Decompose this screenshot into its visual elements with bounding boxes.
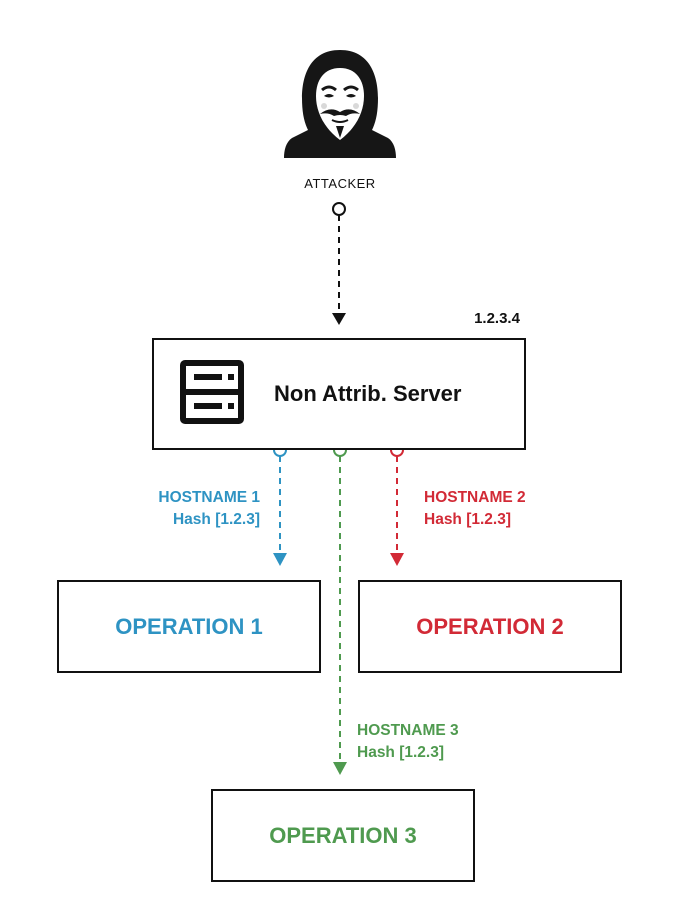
hostname-1-label: HOSTNAME 1 xyxy=(158,489,260,506)
operation-1-box: OPERATION 1 xyxy=(57,580,321,673)
server-ip-label: 1.2.3.4 xyxy=(474,310,520,327)
hostname-3-label: HOSTNAME 3 xyxy=(357,722,459,739)
hostname-3-annotation: HOSTNAME 3 Hash [1.2.3] xyxy=(357,720,517,764)
operation-3-label: OPERATION 3 xyxy=(269,822,417,848)
hostname-1-hash: Hash [1.2.3] xyxy=(172,511,260,528)
operation-2-label: OPERATION 2 xyxy=(416,613,564,639)
hooded-hacker-mask-icon xyxy=(284,50,396,158)
server-to-operation-1-arrow xyxy=(273,443,287,566)
server-to-operation-2-arrow xyxy=(390,443,404,566)
server-to-operation-3-arrow xyxy=(333,443,347,775)
server-rack-icon xyxy=(180,360,244,424)
operation-3-box: OPERATION 3 xyxy=(211,789,475,882)
hostname-2-label: HOSTNAME 2 xyxy=(424,489,526,506)
hostname-2-hash: Hash [1.2.3] xyxy=(424,511,512,528)
attacker-label: ATTACKER xyxy=(304,176,376,191)
server-box: Non Attrib. Server xyxy=(152,338,526,450)
attacker-to-server-arrow xyxy=(332,202,346,325)
operation-1-label: OPERATION 1 xyxy=(115,613,263,639)
hostname-1-annotation: HOSTNAME 1 Hash [1.2.3] xyxy=(118,487,260,531)
operation-2-box: OPERATION 2 xyxy=(358,580,622,673)
hostname-2-annotation: HOSTNAME 2 Hash [1.2.3] xyxy=(424,487,584,531)
server-title: Non Attrib. Server xyxy=(274,381,462,406)
hostname-3-hash: Hash [1.2.3] xyxy=(357,744,445,761)
